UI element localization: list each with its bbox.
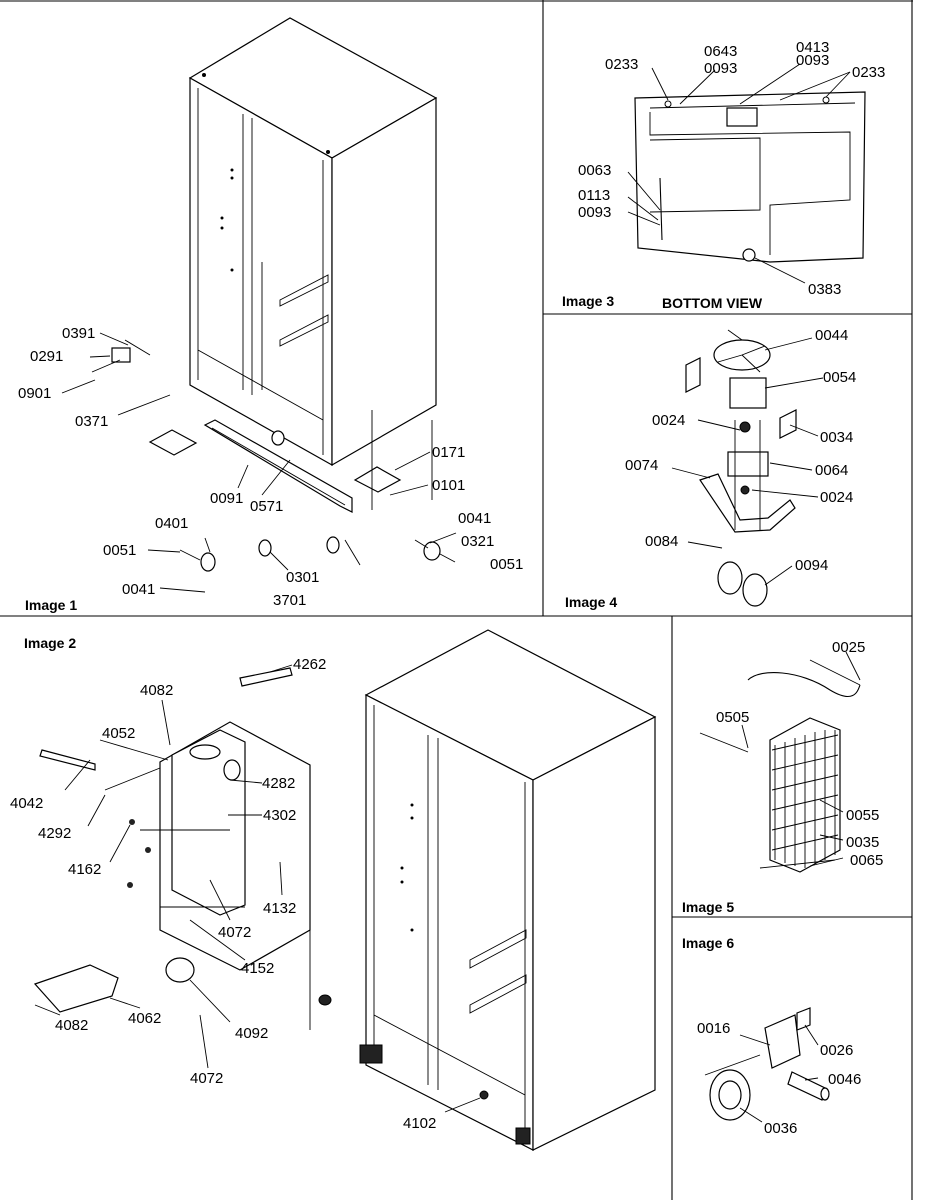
callout: 0643 xyxy=(704,43,737,60)
callout: 0041 xyxy=(122,581,155,598)
callout: 4082 xyxy=(55,1017,88,1034)
callout: 0016 xyxy=(697,1020,730,1037)
callout: 4082 xyxy=(140,682,173,699)
callout: 4102 xyxy=(403,1115,436,1132)
callout: 0171 xyxy=(432,444,465,461)
callout: 0291 xyxy=(30,348,63,365)
callout: 0371 xyxy=(75,413,108,430)
callout: 4292 xyxy=(38,825,71,842)
callout: 4072 xyxy=(190,1070,223,1087)
panel-label-image4: Image 4 xyxy=(565,594,617,610)
callout: 4282 xyxy=(262,775,295,792)
callout: 0054 xyxy=(823,369,856,386)
callout: 0093 xyxy=(796,52,829,69)
callout: 0074 xyxy=(625,457,658,474)
callout: 4302 xyxy=(263,807,296,824)
image1-illustration xyxy=(61,17,457,593)
image6-callouts: 0016 0026 0046 0036 xyxy=(697,1020,861,1137)
callout: 0094 xyxy=(795,557,828,574)
callout: 0036 xyxy=(764,1120,797,1137)
panel-label-image5: Image 5 xyxy=(682,899,734,915)
callout: 0065 xyxy=(850,852,883,869)
image5-illustration xyxy=(699,651,861,873)
callout: 0026 xyxy=(820,1042,853,1059)
callout: 0055 xyxy=(846,807,879,824)
callout: 4132 xyxy=(263,900,296,917)
callout: 4052 xyxy=(102,725,135,742)
panel-labels: Image 1 Image 2 Image 3 BOTTOM VIEW Imag… xyxy=(24,293,763,951)
image5-callouts: 0025 0505 0055 0035 0065 xyxy=(716,639,883,869)
image3-illustration xyxy=(627,63,866,284)
callout: 0046 xyxy=(828,1071,861,1088)
image3-callouts: 0233 0643 0093 0413 0093 0233 0063 0113 … xyxy=(578,39,885,298)
image2-illustration xyxy=(33,629,657,1151)
callout: 0505 xyxy=(716,709,749,726)
callout: 0063 xyxy=(578,162,611,179)
callout: 0571 xyxy=(250,498,283,515)
callout: 0093 xyxy=(704,60,737,77)
callout: 0401 xyxy=(155,515,188,532)
callout: 0391 xyxy=(62,325,95,342)
callout: 4042 xyxy=(10,795,43,812)
image4-callouts: 0044 0054 0024 0034 0074 0064 0024 0084 … xyxy=(625,327,856,574)
callout: 4162 xyxy=(68,861,101,878)
callout: 4092 xyxy=(235,1025,268,1042)
callout: 0101 xyxy=(432,477,465,494)
callout: 0093 xyxy=(578,204,611,221)
callout: 3701 xyxy=(273,592,306,609)
callout: 0321 xyxy=(461,533,494,550)
callout: 0044 xyxy=(815,327,848,344)
callout: 4152 xyxy=(241,960,274,977)
callout: 0113 xyxy=(578,187,610,204)
callout: 0024 xyxy=(652,412,685,429)
callout: 0041 xyxy=(458,510,491,527)
callout: 0025 xyxy=(832,639,865,656)
callout: 4072 xyxy=(218,924,251,941)
callout: 0233 xyxy=(852,64,885,81)
image2-callouts: 4262 4082 4052 4282 4042 4292 4302 4162 … xyxy=(10,656,436,1132)
callout: 0233 xyxy=(605,56,638,73)
callout: 0301 xyxy=(286,569,319,586)
callout: 0051 xyxy=(490,556,523,573)
callout: 0034 xyxy=(820,429,853,446)
callout: 0413 xyxy=(796,39,829,56)
callout: 0084 xyxy=(645,533,678,550)
panel-label-image1: Image 1 xyxy=(25,597,77,613)
callout: 0091 xyxy=(210,490,243,507)
callout: 0024 xyxy=(820,489,853,506)
panel-label-image3: Image 3 xyxy=(562,293,614,309)
panel-label-image6: Image 6 xyxy=(682,935,734,951)
callout: 0064 xyxy=(815,462,848,479)
image1-callouts: 0391 0291 0901 0371 0171 0101 0091 0571 … xyxy=(18,325,523,609)
callout: 0383 xyxy=(808,281,841,298)
callout: 4262 xyxy=(293,656,326,673)
image4-illustration xyxy=(671,329,824,607)
image6-illustration xyxy=(704,1007,830,1123)
callout: 0035 xyxy=(846,834,879,851)
panel-label-image2: Image 2 xyxy=(24,635,76,651)
panel-label-bottom-view: BOTTOM VIEW xyxy=(662,295,763,311)
callout: 0051 xyxy=(103,542,136,559)
callout: 0901 xyxy=(18,385,51,402)
callout: 4062 xyxy=(128,1010,161,1027)
